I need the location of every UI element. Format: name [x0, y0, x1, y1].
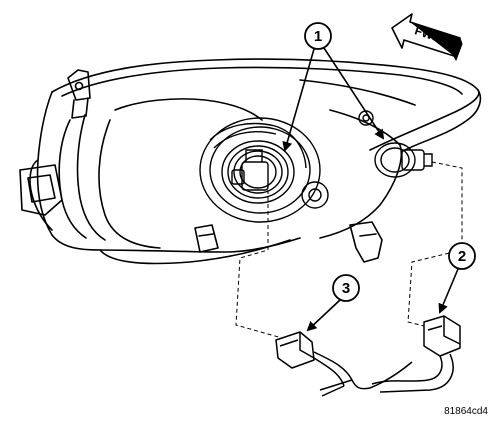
- turn-signal-socket: [358, 110, 433, 178]
- headlamp-housing: [19, 58, 482, 265]
- harness-connector-3: [275, 331, 413, 397]
- adjuster-port: [301, 181, 329, 209]
- callout-3-number: 3: [342, 280, 350, 297]
- wiring-leader-lines: [235, 161, 463, 339]
- forward-direction-arrow: FWD: [391, 13, 463, 62]
- callout-2: 2: [438, 242, 476, 314]
- callout-2-number: 2: [458, 248, 466, 265]
- low-beam-bulb-socket: [199, 117, 321, 223]
- figure-id: 81864cd4: [444, 406, 488, 417]
- harness-connector-2: [371, 315, 461, 393]
- callout-3: 3: [306, 274, 360, 332]
- callout-1-number: 1: [314, 28, 322, 45]
- callout-1: 1: [282, 22, 385, 152]
